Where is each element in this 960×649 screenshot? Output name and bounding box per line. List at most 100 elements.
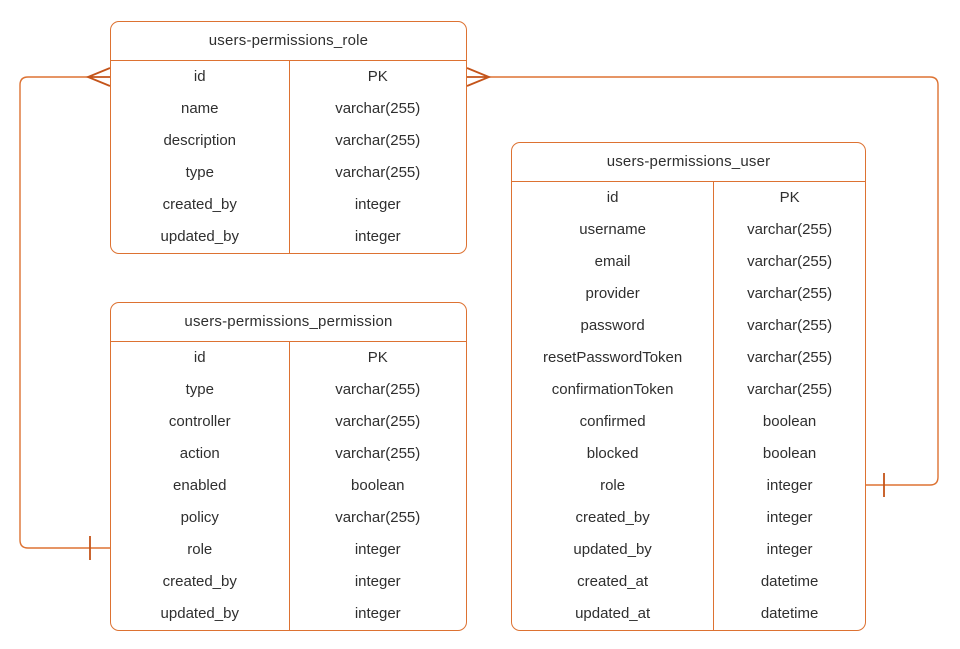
- field-type-cell: varchar(255): [713, 373, 865, 406]
- field-name-cell: id: [193, 349, 206, 366]
- field-name-cell: created_by: [162, 573, 237, 590]
- field-name-cell: username: [579, 221, 646, 238]
- table-row: id PK: [111, 60, 467, 93]
- field-type-cell: varchar(255): [288, 124, 467, 157]
- field-type-cell: boolean: [713, 437, 865, 470]
- table-row: updated_by integer: [111, 220, 467, 253]
- field-name-cell: name: [180, 100, 219, 117]
- field-type-cell: integer: [713, 533, 865, 566]
- field-type-cell: boolean: [713, 405, 865, 438]
- table-row: type varchar(255): [111, 373, 467, 406]
- field-type-cell: varchar(255): [288, 437, 467, 470]
- crows-foot-many-icon: [466, 67, 492, 87]
- table-title: users-permissions_role: [111, 22, 466, 61]
- field-name-cell: updated_by: [160, 605, 239, 622]
- field-name-cell: id: [606, 189, 619, 206]
- field-name-cell: resetPasswordToken: [542, 349, 683, 366]
- table-row: name varchar(255): [111, 92, 467, 125]
- field-type-cell: PK: [288, 341, 467, 374]
- table-row: created_by integer: [111, 188, 467, 221]
- field-type-cell: varchar(255): [713, 245, 865, 278]
- field-name-cell: policy: [180, 509, 219, 526]
- connector-line: [489, 76, 939, 486]
- field-type-cell: integer: [288, 220, 467, 253]
- field-type-cell: integer: [288, 597, 467, 630]
- field-name-cell: created_by: [575, 509, 650, 526]
- field-name-cell: role: [187, 541, 213, 558]
- field-type-cell: varchar(255): [288, 405, 467, 438]
- field-name-cell: role: [600, 477, 626, 494]
- table-title: users-permissions_permission: [111, 303, 466, 342]
- field-type-cell: varchar(255): [713, 309, 865, 342]
- table-rows: id PK name varchar(255) description varchar(2…: [111, 60, 467, 253]
- table-row: created_by integer: [512, 501, 865, 534]
- table-row: confirmationToken varchar(255): [512, 373, 865, 406]
- field-type-cell: integer: [713, 469, 865, 502]
- field-type-cell: varchar(255): [288, 156, 467, 189]
- table-row: updated_at datetime: [512, 597, 865, 630]
- field-name-cell: created_at: [577, 573, 649, 590]
- connector-line: [19, 76, 110, 549]
- table-row: created_at datetime: [512, 565, 865, 598]
- field-name-cell: enabled: [173, 477, 227, 494]
- connector-role-to-permission: [19, 67, 111, 560]
- field-type-cell: PK: [288, 60, 467, 93]
- field-name-cell: updated_by: [573, 541, 652, 558]
- table-row: action varchar(255): [111, 437, 467, 470]
- table-row: type varchar(255): [111, 156, 467, 189]
- field-name-cell: type: [185, 164, 214, 181]
- table-users-permissions-permission: users-permissions_permission id PK type var…: [110, 302, 467, 631]
- table-row: username varchar(255): [512, 213, 865, 246]
- table-row: blocked boolean: [512, 437, 865, 470]
- field-name-cell: controller: [168, 413, 231, 430]
- field-name-cell: updated_at: [575, 605, 651, 622]
- table-row: created_by integer: [111, 565, 467, 598]
- field-type-cell: integer: [288, 565, 467, 598]
- field-type-cell: integer: [288, 188, 467, 221]
- field-type-cell: datetime: [713, 597, 865, 630]
- table-row: policy varchar(255): [111, 501, 467, 534]
- field-name-cell: provider: [585, 285, 640, 302]
- field-name-cell: updated_by: [160, 228, 239, 245]
- field-name-cell: confirmed: [579, 413, 646, 430]
- table-row: updated_by integer: [111, 597, 467, 630]
- table-users-permissions-user: users-permissions_user id PK username varch…: [511, 142, 866, 631]
- table-row: updated_by integer: [512, 533, 865, 566]
- crows-foot-many-icon: [85, 67, 111, 87]
- field-type-cell: varchar(255): [288, 501, 467, 534]
- table-row: resetPasswordToken varchar(255): [512, 341, 865, 374]
- table-row: provider varchar(255): [512, 277, 865, 310]
- field-name-cell: id: [193, 68, 206, 85]
- table-row: enabled boolean: [111, 469, 467, 502]
- field-type-cell: integer: [713, 501, 865, 534]
- field-type-cell: varchar(255): [288, 92, 467, 125]
- field-type-cell: varchar(255): [713, 277, 865, 310]
- field-type-cell: PK: [713, 181, 865, 214]
- connector-role-to-user: [466, 67, 939, 497]
- field-type-cell: varchar(255): [713, 341, 865, 374]
- table-rows: id PK username varchar(255) email varchar(255…: [512, 181, 865, 630]
- field-type-cell: varchar(255): [288, 373, 467, 406]
- field-name-cell: blocked: [586, 445, 639, 462]
- field-name-cell: action: [179, 445, 220, 462]
- table-row: email varchar(255): [512, 245, 865, 278]
- table-rows: id PK type varchar(255) controller varchar(25…: [111, 341, 467, 630]
- field-type-cell: boolean: [288, 469, 467, 502]
- field-name-cell: description: [163, 132, 237, 149]
- field-type-cell: datetime: [713, 565, 865, 598]
- table-users-permissions-role: users-permissions_role id PK name varchar(2…: [110, 21, 467, 254]
- field-name-cell: email: [594, 253, 631, 270]
- table-title: users-permissions_user: [512, 143, 865, 182]
- table-row: confirmed boolean: [512, 405, 865, 438]
- table-row: id PK: [512, 181, 865, 214]
- field-type-cell: varchar(255): [713, 213, 865, 246]
- table-row: role integer: [512, 469, 865, 502]
- field-name-cell: confirmationToken: [551, 381, 674, 398]
- field-name-cell: type: [185, 381, 214, 398]
- field-name-cell: created_by: [162, 196, 237, 213]
- table-row: controller varchar(255): [111, 405, 467, 438]
